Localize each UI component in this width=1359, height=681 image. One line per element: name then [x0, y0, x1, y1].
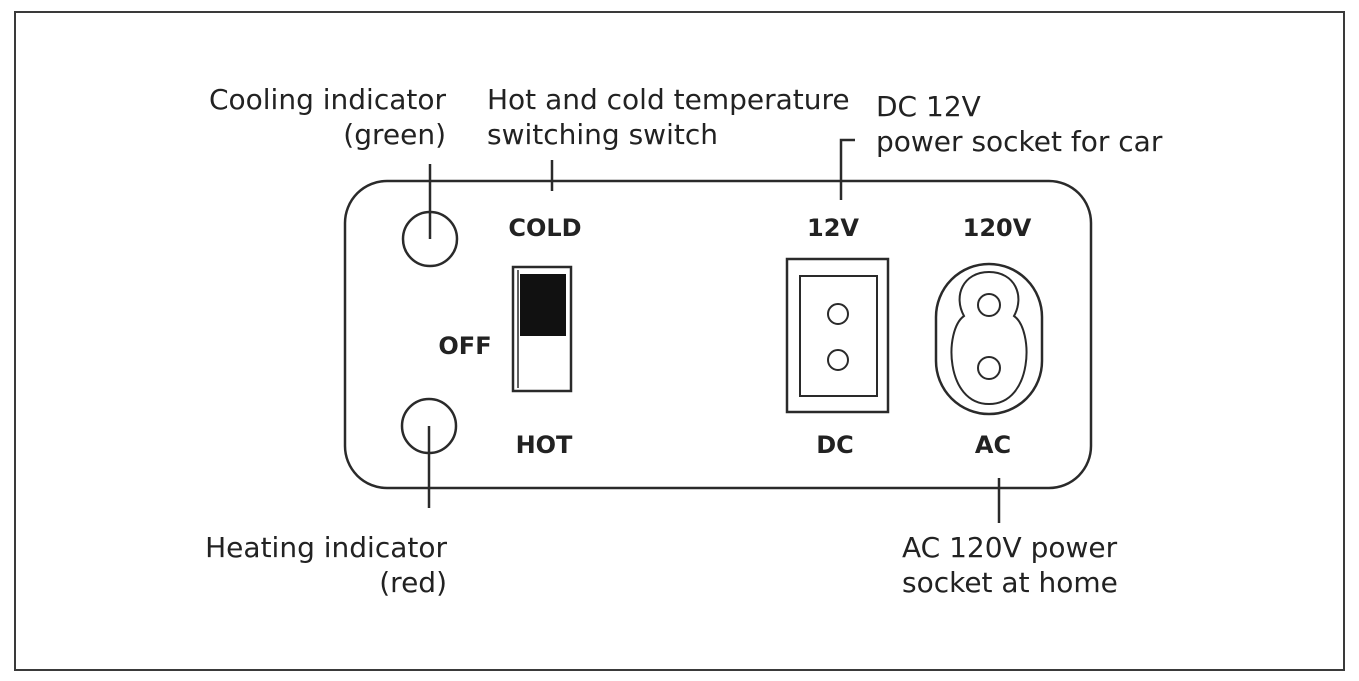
heating-callout-line1: Heating indicator	[205, 531, 447, 564]
ac-socket-pin-bottom	[977, 356, 1001, 380]
switch-callout-line2: switching switch	[487, 118, 718, 151]
cooling-callout-line2: (green)	[343, 118, 446, 151]
ac-callout-line2: socket at home	[902, 566, 1118, 599]
diagram-frame	[14, 11, 1345, 671]
rocker-switch	[511, 265, 573, 393]
dc-socket	[785, 257, 890, 414]
dc-socket-inner	[799, 275, 878, 397]
ac-socket-figure-8	[950, 270, 1028, 406]
dc-socket-pin-bottom	[827, 349, 849, 371]
switch-callout-line1: Hot and cold temperature	[487, 83, 850, 116]
heating-callout-line2: (red)	[379, 566, 447, 599]
rocker-switch-knob	[520, 274, 566, 336]
dc-voltage-label: 12V	[807, 214, 859, 242]
dc-socket-outer	[785, 257, 890, 414]
ac-socket-outer	[934, 262, 1044, 416]
dc-label: DC	[816, 431, 854, 459]
dc-leader	[839, 138, 855, 200]
rocker-switch-housing	[511, 265, 573, 393]
ac-socket-pin-top	[977, 293, 1001, 317]
cooling-callout-line1: Cooling indicator	[209, 83, 447, 116]
dc-callout-line1: DC 12V	[876, 90, 981, 123]
switch-cold-label: COLD	[508, 214, 581, 242]
dc-socket-pin-top	[827, 303, 849, 325]
ac-label: AC	[975, 431, 1011, 459]
dc-callout-line2: power socket for car	[876, 125, 1163, 158]
control-panel-body	[343, 179, 1093, 490]
ac-callout-line1: AC 120V power	[902, 531, 1118, 564]
switch-hot-label: HOT	[516, 431, 573, 459]
switch-off-label: OFF	[438, 332, 491, 360]
ac-voltage-label: 120V	[963, 214, 1032, 242]
ac-socket	[934, 262, 1044, 416]
